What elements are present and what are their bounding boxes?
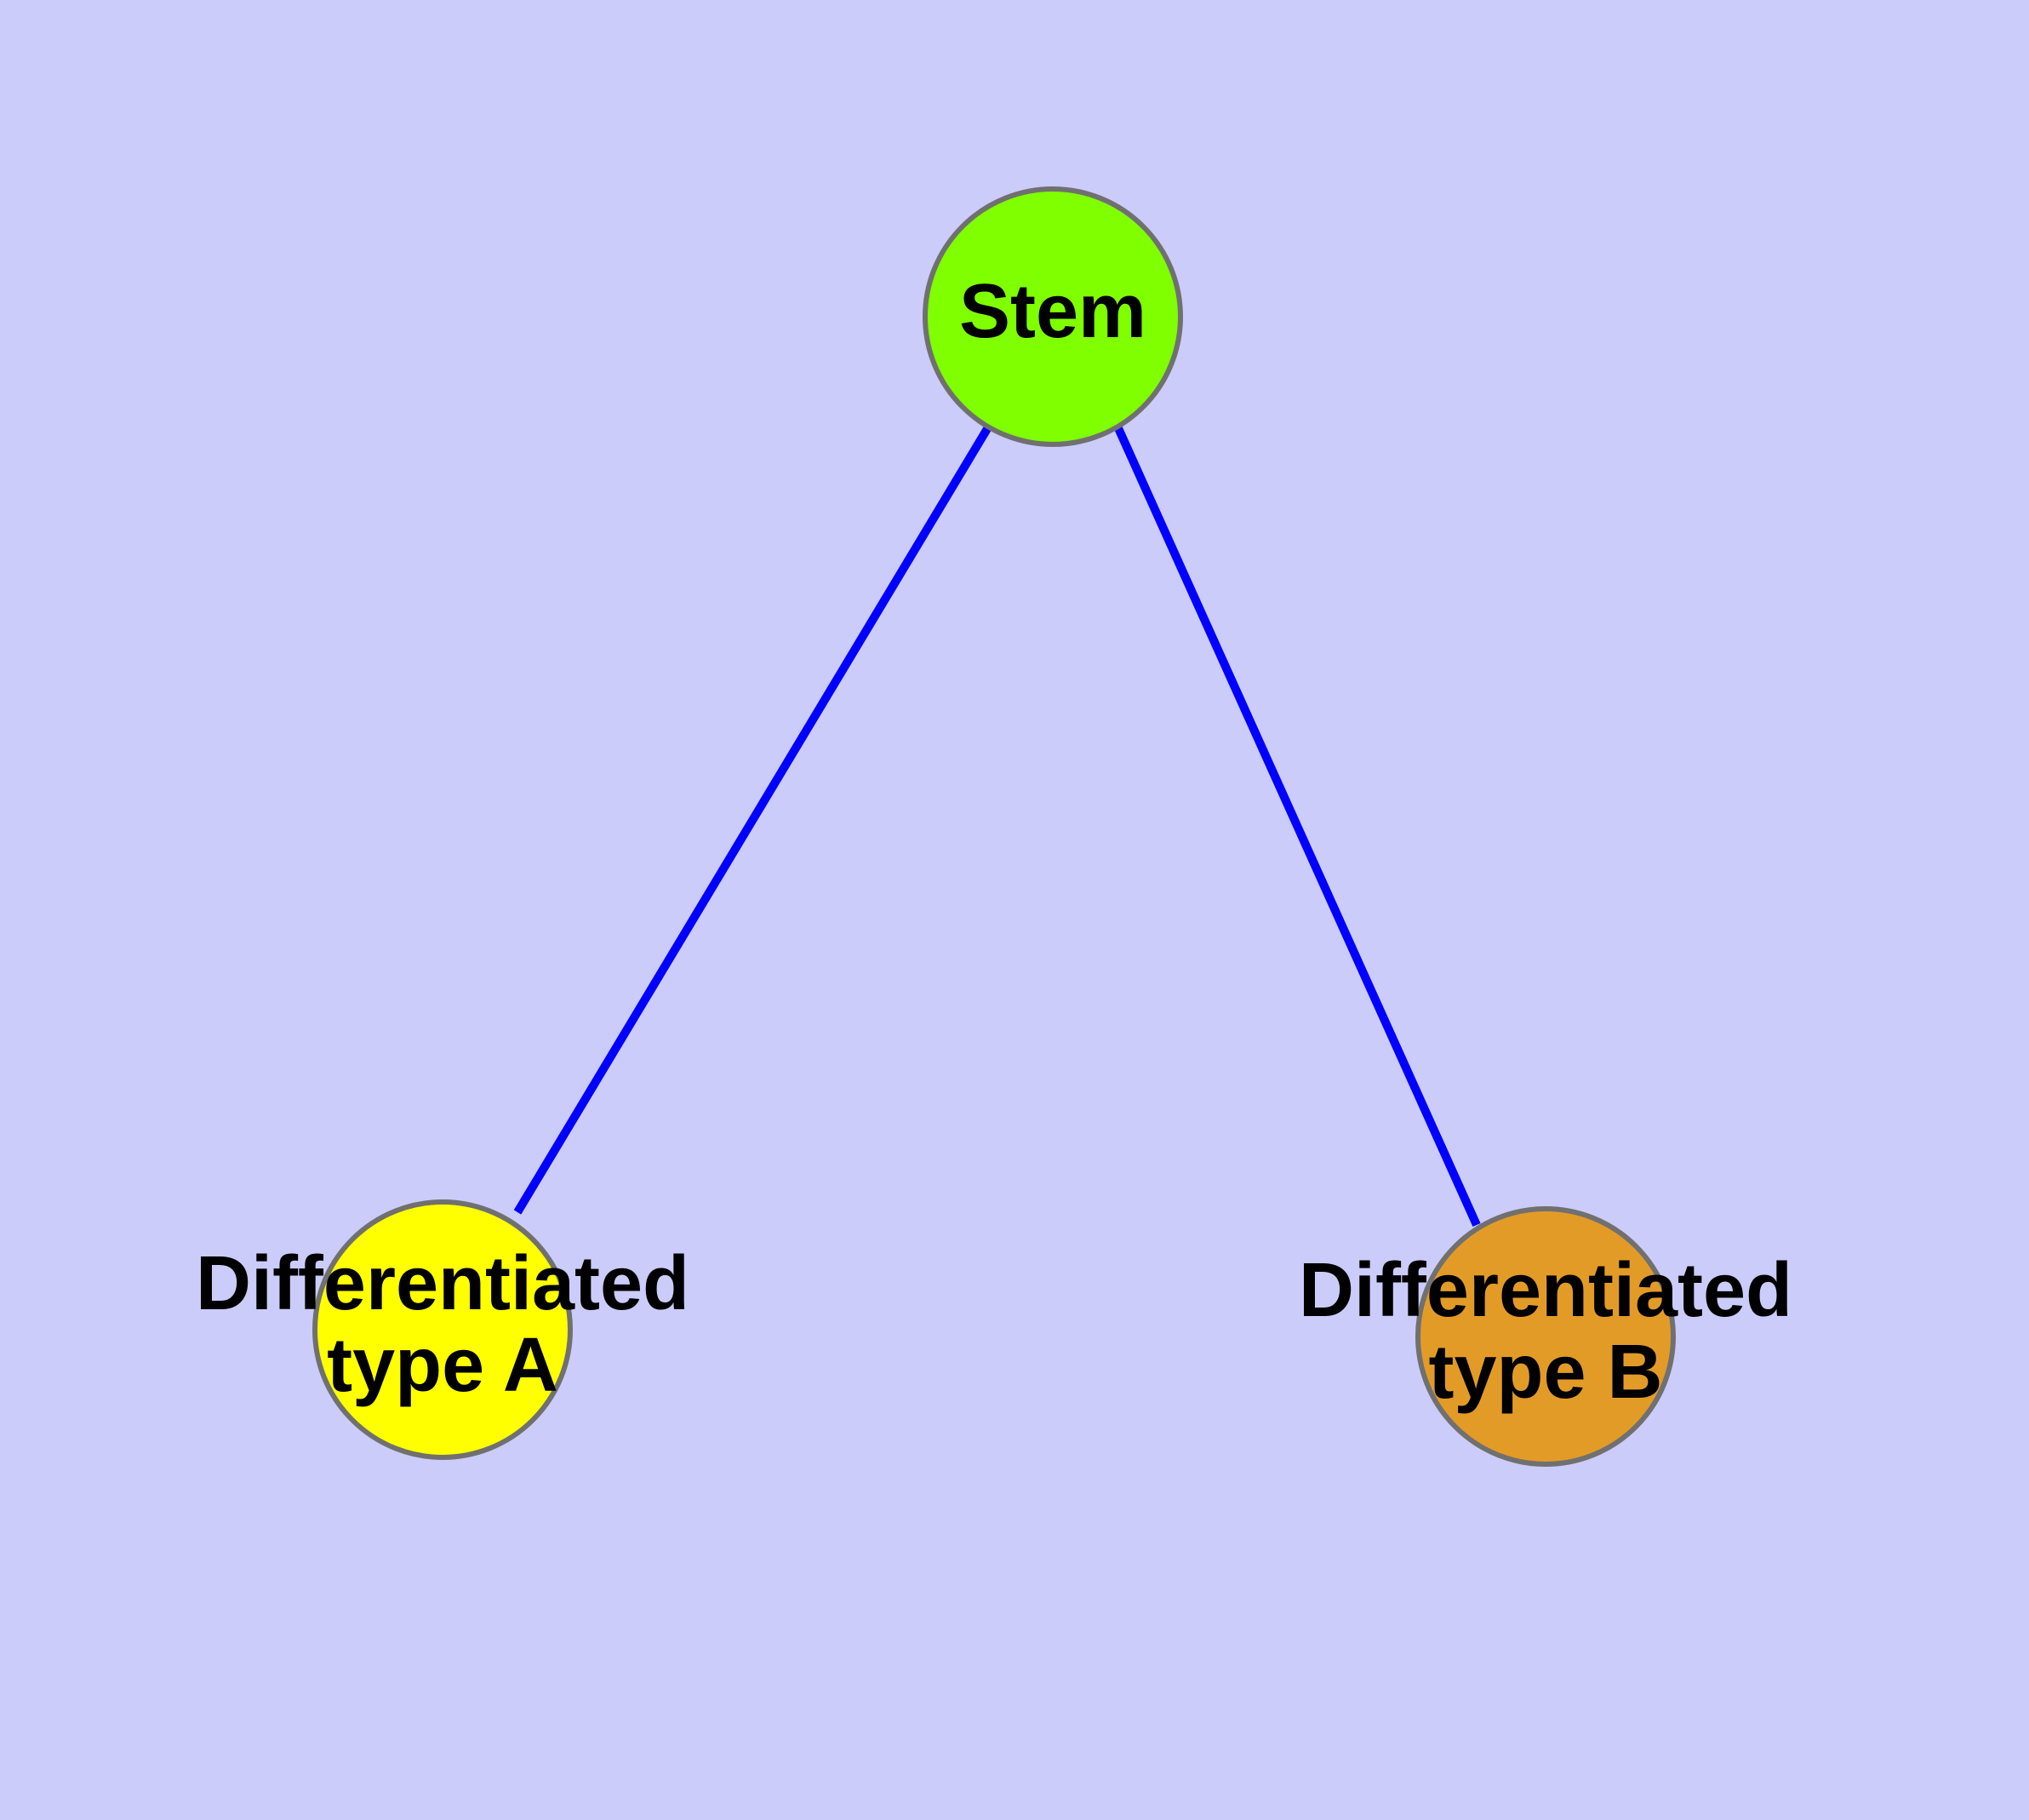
node-label-line: type A (327, 1323, 558, 1408)
nodes-layer (312, 186, 1676, 1467)
node-label-line: Differentiated (1299, 1248, 1792, 1333)
node-diff-b[interactable] (1415, 1206, 1676, 1467)
edges-layer (513, 425, 1481, 1228)
edge-stem-to-diff-a[interactable] (513, 425, 992, 1215)
node-label-line: Differentiated (196, 1241, 689, 1326)
node-stem[interactable] (923, 186, 1183, 447)
node-diff-a[interactable] (312, 1199, 573, 1460)
node-label-line: Stem (959, 269, 1146, 354)
edge-stem-to-diff-b[interactable] (1114, 426, 1481, 1228)
node-label-stem: Stem (959, 269, 1146, 354)
node-label-line: type B (1428, 1330, 1662, 1415)
